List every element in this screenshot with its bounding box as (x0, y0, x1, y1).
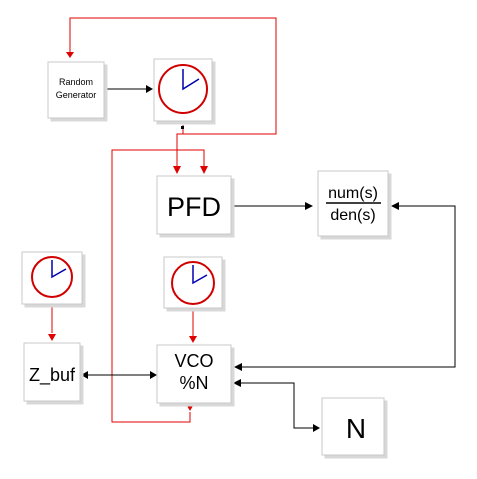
arrow-head (81, 371, 88, 379)
clock-block-left[interactable] (21, 251, 83, 305)
arrow-head (146, 85, 153, 93)
arrow-head (186, 404, 194, 411)
pfd-block[interactable]: PFD (156, 175, 232, 235)
clock-output-port (181, 126, 184, 129)
arrow-head (189, 336, 197, 343)
arrow-head (150, 371, 157, 379)
tf-numerator: num(s) (328, 185, 378, 202)
arrow-head (391, 202, 399, 210)
tf-denominator: den(s) (330, 207, 375, 224)
arrow-head (173, 166, 181, 174)
z-buf-block[interactable]: Z_buf (23, 342, 81, 402)
data-link-n-vco[interactable] (241, 382, 313, 429)
z-buf-label: Z_buf (29, 365, 76, 386)
clock-block-top[interactable] (153, 58, 213, 129)
vco-block[interactable]: VCO %N (156, 344, 232, 404)
arrow-head (233, 379, 241, 387)
pfd-label: PFD (167, 192, 221, 222)
random-generator-block[interactable]: Random Generator (47, 61, 105, 119)
clock-icon (31, 256, 73, 298)
arrow-head (66, 52, 74, 58)
clock-icon (158, 64, 208, 114)
arrow-head (305, 202, 313, 210)
n-label: N (346, 413, 366, 444)
random-generator-label-2: Generator (56, 90, 97, 100)
event-links (48, 17, 277, 423)
event-link-vco-pfd[interactable] (111, 149, 205, 423)
arrow-head (234, 363, 242, 371)
constant-n-block[interactable]: N (321, 397, 385, 456)
random-generator-label-1: Random (59, 77, 93, 87)
clock-icon (171, 261, 215, 305)
clock-block-middle[interactable] (163, 256, 223, 309)
event-link-clock-pfd-1[interactable] (176, 125, 184, 166)
arrow-head (48, 334, 56, 341)
arrow-head (313, 424, 320, 432)
transfer-function-block[interactable]: num(s) den(s) (317, 170, 389, 237)
data-link-tf-vco[interactable] (242, 205, 456, 368)
data-links (81, 85, 456, 432)
vco-label-2: %N (179, 373, 208, 393)
vco-label-1: VCO (174, 351, 213, 371)
arrow-head (200, 166, 208, 174)
